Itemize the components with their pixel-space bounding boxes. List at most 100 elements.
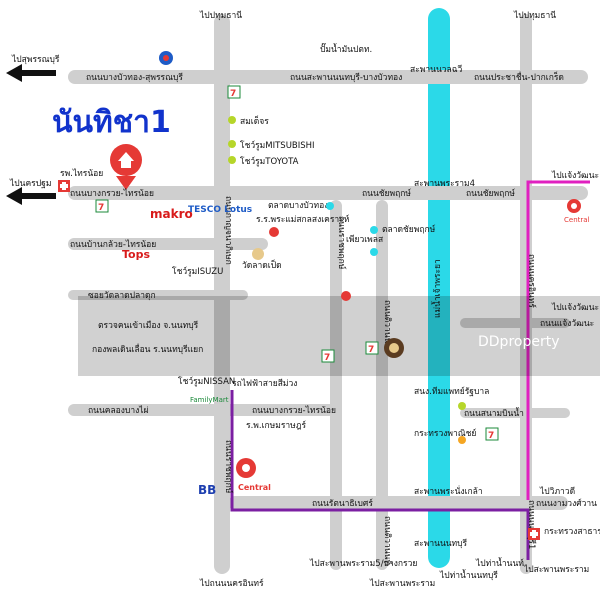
road-bang-bua-thong-suphan: ถนนบางบัวทอง-สุพรรณบุรี [86, 72, 183, 83]
place-ministry: กระทรวงพาณิชย์ [414, 428, 476, 439]
hospital-icon [58, 180, 70, 192]
govt-dot-icon [458, 402, 466, 410]
watermark-text: DDproperty [478, 334, 560, 350]
dir-vibhavadi: ไปวิภาวดี [539, 486, 575, 497]
svg-text:7: 7 [98, 203, 104, 213]
place-makro: makro [150, 207, 193, 221]
svg-text:7: 7 [324, 353, 330, 363]
pin-icon [341, 291, 351, 301]
place-market-chaiyaphruek: ตลาดชัยพฤกษ์ [382, 224, 436, 235]
road-tiwanon2: ถนนติวานนท์ [382, 516, 393, 565]
mitsubishi-dot-icon [228, 140, 236, 148]
project-title: นันทิชา1 [52, 105, 171, 140]
place-wat-tha-it: สมเด็จร [240, 115, 269, 127]
bridge-nonthaburi: สะพานนนทบุรี [414, 538, 468, 549]
place-ptt-top: ปั๊มน้ำมันปตท. [320, 42, 372, 55]
dir-chaeng-wattana1: ไปแจ้งวัฒนะ [551, 170, 599, 181]
place-isuzu: โชว์รูมISUZU [172, 266, 223, 277]
road-chaiyaphruek: ถนนชัยพฤกษ์ [362, 188, 411, 199]
place-wat-lat: วัดลาดเป็ด [242, 259, 282, 271]
ministry-dot-icon [458, 436, 466, 444]
road-kanchanaphisek: ถนนกาญจนาภิเษก [223, 196, 233, 265]
seven-eleven-icon: 7 [227, 85, 241, 99]
dir-bottom-left: ไปถนนนครอินทร์ [199, 578, 264, 589]
place-mitsubishi: โชว์รูมMITSUBISHI [240, 140, 315, 151]
seven-eleven-icon-5: 7 [485, 427, 499, 441]
arrow-left-icon-2 [6, 187, 56, 205]
hospital-right-icon [528, 528, 540, 540]
road-bang-kruai-sai-noi2: ถนนบางกรวย-ไทรน้อย [252, 405, 336, 416]
river-label: แม่น้ำเจ้าพระยา [431, 259, 443, 318]
road-samakkhi: ถนนงามวงศ์วาน [536, 498, 597, 509]
road-kanchanaphisek-lower: ถนนราชพฤกษ์ [223, 440, 234, 494]
road-bang-kruai-sai-noi: ถนนบางกรวย-ไทรน้อย [70, 188, 154, 199]
watermark-band [78, 296, 600, 376]
dir-phra-ram-bang-kruai: ไปสะพานพระราม5/บางกรวย [309, 558, 417, 569]
wat-lat-icon [252, 248, 264, 260]
chao-phraya-river [428, 8, 450, 568]
market-dot-icon [326, 202, 334, 210]
temple-dome-icon [384, 338, 404, 358]
dir-suphan: ไปสุพรรณบุรี [11, 54, 60, 65]
school-icon [269, 227, 279, 237]
market-dot-icon-2 [370, 226, 378, 234]
dir-phra-ram-bottom: ไปสะพานพระราม [523, 564, 589, 575]
home-marker-icon [110, 144, 142, 190]
seven-eleven-icon-2: 7 [95, 199, 109, 213]
road-nonthaburi1: ถนนนนทบุรี1 [526, 500, 537, 549]
bridge-nuan-chawee: สะพานนวลฉวี [410, 64, 463, 75]
road-ban-kluai: ถนนบ้านกล้วย-ไทรน้อย [70, 239, 156, 250]
bridge-phra-nang-klao: สะพานพระนั่งเกล้า [414, 485, 483, 497]
place-police: ตรวจคนเข้าเมือง จ.นนทบุรี [98, 320, 199, 331]
road-khlong-bang-phai: ถนนคลองบางไผ่ [88, 405, 149, 416]
bridge-phra-ram-4: สะพานพระราม4 [414, 179, 475, 189]
dir-pathum-top2: ไปปทุมธานี [513, 10, 556, 21]
road-pracha-chuen: ถนนประชาชื่น-ปากเกร็ด [474, 71, 564, 83]
road-chaiyaphruek2: ถนนชัยพฤกษ์ [466, 188, 515, 199]
dir-pak-kret-bridge: ไปสะพานพระราม [369, 578, 435, 589]
place-central: Central [238, 483, 271, 492]
svg-text:7: 7 [230, 89, 236, 99]
road-saphan-nonthaburi-bbt: ถนนสะพานนนทบุรี-บางบัวทอง [290, 72, 402, 83]
place-tops: Tops [122, 248, 150, 261]
road-tiwanon: ถนนติวานนท์ [382, 300, 393, 349]
place-ministry-public-health: กระทรวงสาธารณสุข [544, 527, 600, 537]
place-fire: กองพลเดินเลื่อน ร.นนทบุรีแยก [92, 343, 203, 355]
central-right-icon [567, 199, 581, 213]
dir-chaeng-wattana2: ไปแจ้งวัฒนะ [551, 302, 599, 313]
place-mrt: รถไฟฟ้าสายสีม่วง [232, 378, 297, 389]
place-nissan: โชว์รูมNISSAN [178, 376, 235, 387]
arrow-left-icon [6, 64, 56, 82]
wat-icon [228, 116, 236, 124]
svg-text:7: 7 [488, 431, 494, 441]
dir-nakhon-pathom: ไปนครปฐม [9, 178, 51, 189]
road-rattanathibet: ถนนรัตนาธิเบศร์ [312, 498, 373, 509]
place-kasem-rad: ร.พ.เกษมราษฎร์ [246, 420, 306, 431]
svg-text:7: 7 [368, 345, 374, 355]
central-icon [236, 458, 256, 478]
place-toyota: โชว์รูมTOYOTA [240, 156, 299, 167]
seven-eleven-icon-4: 7 [365, 341, 379, 355]
seven-eleven-icon-3: 7 [321, 349, 335, 363]
place-central-right: Central [564, 216, 590, 224]
dir-tha-nam2: ไปท่าน้ำนนท์ [475, 557, 524, 569]
place-hospital-sai-noi: รพ.ไทรน้อย [60, 168, 103, 179]
place-tesco: TESCO Lotus [188, 205, 252, 215]
place-govt: สนง.ทีมแพทย์รัฐบาล [414, 386, 489, 397]
road-sanam-bin-nam: ถนนสนามบินน้ำ [464, 407, 524, 419]
dir-pathum-top1: ไปปทุมธานี [199, 10, 242, 21]
place-bb: BB [198, 483, 216, 497]
road-soi-wat-lat: ซอยวัดลาดปลาดุก [88, 291, 156, 301]
place-familymart: FamilyMart [190, 396, 229, 404]
ptt-icon [159, 51, 173, 65]
pink-line [526, 180, 590, 500]
road-chaeng-wattana: ถนนแจ้งวัฒนะ [540, 318, 594, 329]
place-bbt-market: ตลาดบางบัวทอง [268, 201, 328, 211]
place-pier: เพียวเพลส [346, 234, 384, 245]
road-nakhon-in: ถนนนครอินทร์ [526, 254, 537, 308]
market-dot-icon-3 [370, 248, 378, 256]
road-ratchaphruek: ถนนราชพฤกษ์ [336, 216, 347, 270]
toyota-dot-icon [228, 156, 236, 164]
dir-tha-nam: ไปท่าน้ำนนทบุรี [439, 569, 498, 581]
